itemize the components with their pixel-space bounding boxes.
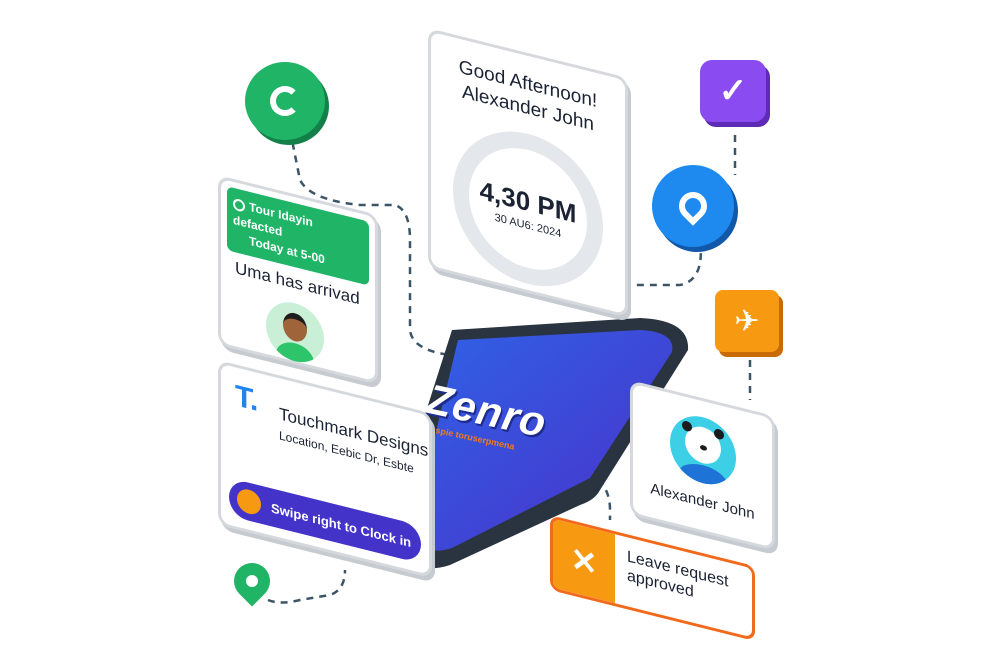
plane-icon[interactable]: ✈ <box>715 290 779 352</box>
map-pin-icon <box>226 555 278 607</box>
panda-avatar <box>669 408 736 492</box>
plane-off-icon: ✕ <box>553 518 615 604</box>
swipe-label: Swipe right to Clock in <box>271 499 412 550</box>
swipe-handle-icon[interactable] <box>237 486 261 517</box>
clock-card: Good Afternoon! Alexander John 4,30 PM 3… <box>428 28 628 318</box>
company-logo: T. <box>235 379 259 419</box>
location-pin-icon[interactable] <box>652 165 734 247</box>
clock-dial: 4,30 PM 30 AU6: 2024 <box>453 115 603 303</box>
profile-name: Alexander John <box>650 480 755 524</box>
status-circle-icon <box>233 197 245 213</box>
refresh-icon[interactable] <box>245 62 325 140</box>
uma-avatar <box>266 296 324 369</box>
check-icon[interactable]: ✓ <box>700 60 766 122</box>
